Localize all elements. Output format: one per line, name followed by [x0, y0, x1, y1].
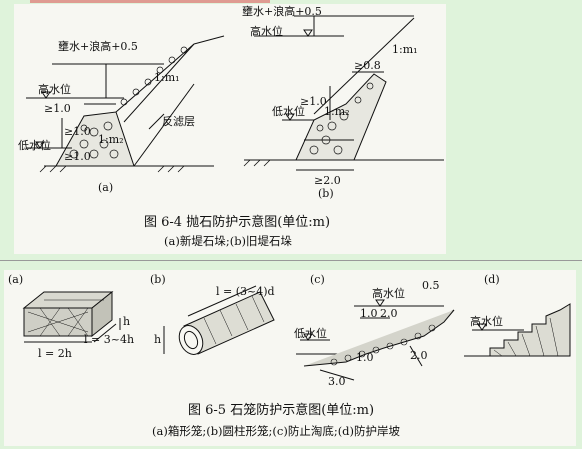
label-a-slope2: 1:m₂ [98, 133, 124, 146]
label-b-high-water: 高水位 [250, 25, 283, 38]
header-residue-strip [30, 0, 270, 3]
label-6-5-d-high: 高水位 [470, 315, 503, 328]
label-6-5-c-d10a: 1.0 [360, 307, 378, 320]
figure-6-4-caption: 图 6-4 抛石防护示意图(单位:m) [144, 215, 331, 230]
figure-6-4-drawing [26, 15, 444, 173]
figure-6-4-panel: 壅水+浪高+0.5 高水位 ≥1.0 ≥1.0 低水位 ≥1.0 1:m₁ 1:… [14, 4, 446, 254]
label-6-5-a-h: h [123, 315, 131, 328]
label-6-5-a-l2: l = 3~4h [84, 333, 135, 346]
label-a-ge-bottom: ≥1.0 [64, 150, 91, 163]
label-a-high-water: 高水位 [38, 83, 71, 96]
label-6-5-c-d10b: 1.0 [356, 351, 374, 364]
label-6-5-a: (a) [8, 273, 24, 286]
label-6-5-d: (d) [484, 273, 500, 286]
figure-6-5-panel: (a) h l = 2h l = 3~4h (b) l = (3~4)d h (… [4, 270, 576, 446]
section-divider [0, 260, 582, 261]
label-6-5-b-l: l = (3~4)d [216, 285, 275, 298]
figure-6-5-caption: 图 6-5 石笼防护示意图(单位:m) [188, 403, 375, 418]
label-a-ge-left: ≥1.0 [64, 125, 91, 138]
label-a-low-water: 低水位 [18, 139, 51, 152]
label-6-5-c: (c) [310, 273, 325, 286]
label-6-5-c-d20a: 2.0 [380, 307, 398, 320]
label-b-slope2: 1:m₂ [324, 105, 350, 118]
label-b-ge20: ≥2.0 [314, 174, 341, 187]
label-6-5-c-d05: 0.5 [422, 279, 440, 292]
label-a-slope1: 1:m₁ [154, 71, 180, 84]
label-6-5-c-d30: 3.0 [328, 375, 346, 388]
label-b-panel: (b) [318, 187, 334, 200]
figure-6-5-subcaption: (a)箱形笼;(b)圆柱形笼;(c)防止淘底;(d)防护岸坡 [152, 424, 401, 438]
label-b-slope1: 1:m₁ [392, 43, 418, 56]
figure-6-5-drawing [22, 285, 571, 381]
label-6-5-b-h: h [154, 333, 162, 346]
label-a-panel: (a) [98, 181, 114, 194]
label-b-ge08: ≥0.8 [354, 59, 381, 72]
label-a-filter: 反滤层 [162, 115, 195, 128]
label-6-5-c-d20b: 2.0 [410, 349, 428, 362]
figure-6-4-subcaption: (a)新堤石垛;(b)旧堤石垛 [164, 234, 293, 248]
label-b-low-water: 低水位 [272, 105, 305, 118]
label-a-wave: 壅水+浪高+0.5 [58, 40, 138, 53]
label-b-ge10: ≥1.0 [300, 95, 327, 108]
label-6-5-c-low: 低水位 [294, 327, 327, 340]
label-b-wave: 壅水+浪高+0.5 [242, 5, 322, 18]
label-a-ge-top: ≥1.0 [44, 102, 71, 115]
label-6-5-c-high: 高水位 [372, 287, 405, 300]
label-6-5-b: (b) [150, 273, 166, 286]
label-6-5-a-l1: l = 2h [38, 347, 72, 360]
